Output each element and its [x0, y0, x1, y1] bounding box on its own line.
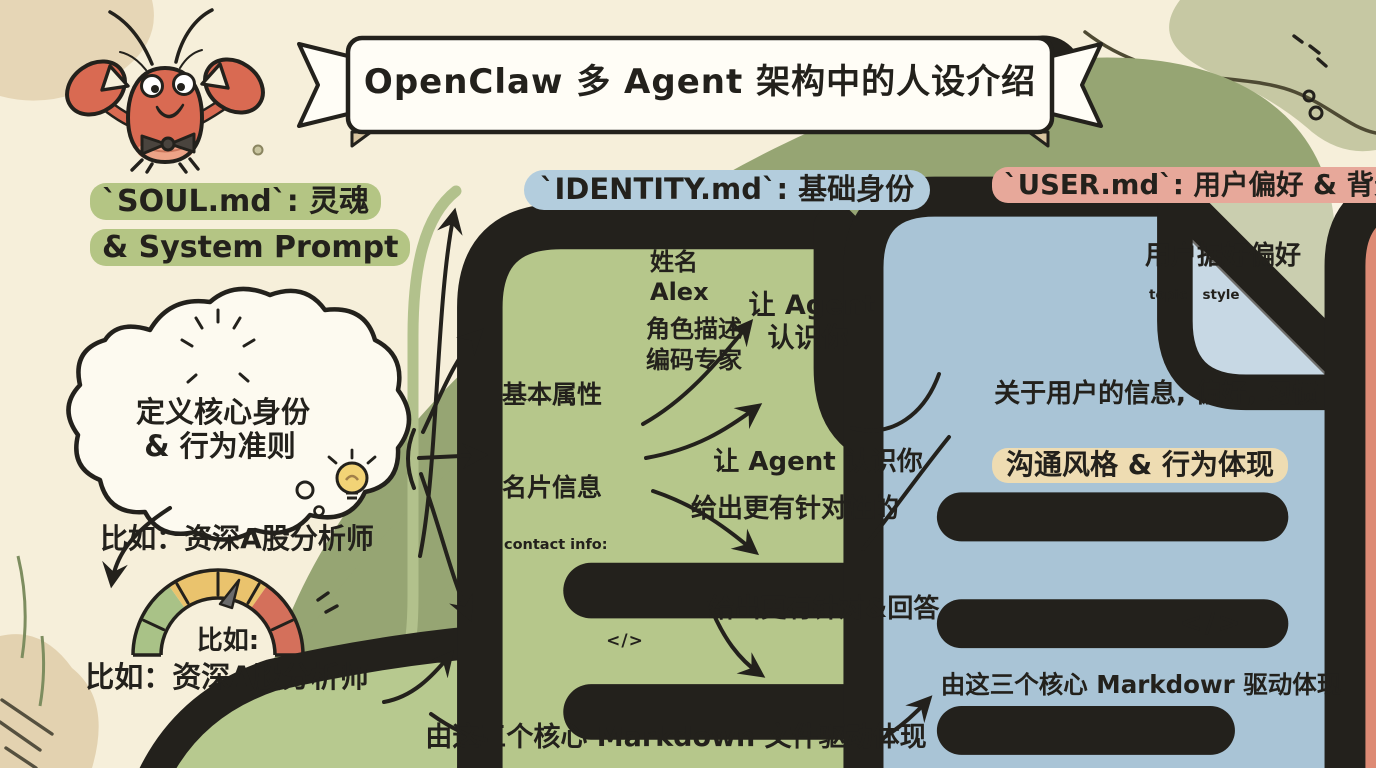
identity-role-value: 编码专家 — [646, 346, 742, 374]
soul-example-top: 比如：资深A股分析师 — [100, 522, 374, 555]
bottom-note: 由这三个核心 Markdown 文件驱动体现 — [425, 722, 927, 753]
know-agent-top-line2: 认识你 — [767, 323, 849, 354]
code-glyph-cloud: </> — [606, 631, 644, 651]
lightbulb-icon — [295, 448, 377, 517]
soul-title-line2: & System Prompt — [90, 229, 411, 266]
gauge-caption: 比如: — [196, 626, 260, 656]
code-glyph-bubble: </> — [1179, 606, 1243, 639]
soul-title-line1: `SOUL.md`: 灵魂 — [90, 183, 382, 220]
banner-title: OpenClaw 多 Agent 架构中的人设介绍 — [363, 62, 1037, 102]
heart-rays — [180, 308, 256, 384]
targeted-top: 给出更有针对性的 — [690, 494, 900, 524]
user-title: `USER.md`: 用户偏好 & 背景 — [992, 167, 1376, 204]
topic-bubble-label: topic — [1148, 287, 1188, 303]
soul-cloud-line2: & 行为准则 — [144, 429, 296, 463]
identity-name-label: 姓名 — [650, 248, 698, 276]
connector-arrows — [102, 207, 951, 742]
identity-role-label: 角色描述 — [646, 315, 742, 343]
soul-example-bottom: 比如：资深A股分析师 — [85, 660, 369, 694]
identity-card-label: 名片信息 — [502, 473, 603, 502]
identity-title: `IDENTITY.md`: 基础身份 — [524, 170, 931, 210]
identity-name-value: Alex — [650, 278, 709, 306]
style-box-title: 沟通风格 & 行为体现 — [992, 448, 1288, 483]
user-pref-heading: 用户据好偏好 — [1144, 241, 1302, 271]
style-bubble-label: style — [1202, 287, 1240, 303]
user-doc-icon — [1345, 193, 1376, 768]
targeted-bottom: 给出更有针对&回答 — [708, 594, 940, 624]
banner-ribbon — [297, 35, 1103, 148]
identity-contact-label: contact info: — [504, 537, 608, 553]
user-description: 关于用户的信息, 偏好, 习惯 — [994, 379, 1318, 409]
gauge-icon — [131, 568, 339, 657]
style-box-note: 由这三个核心 Markdowr 驱动体现 — [940, 670, 1342, 699]
soul-cloud-line1: 定义核心身份 — [135, 395, 311, 429]
identity-attrs-label: 基本属性 — [502, 380, 603, 409]
lobster-mascot — [65, 8, 265, 174]
know-agent-bottom: 让 Agent 认识你 — [713, 447, 923, 477]
know-agent-top-line1: 让 Agent — [748, 290, 876, 321]
